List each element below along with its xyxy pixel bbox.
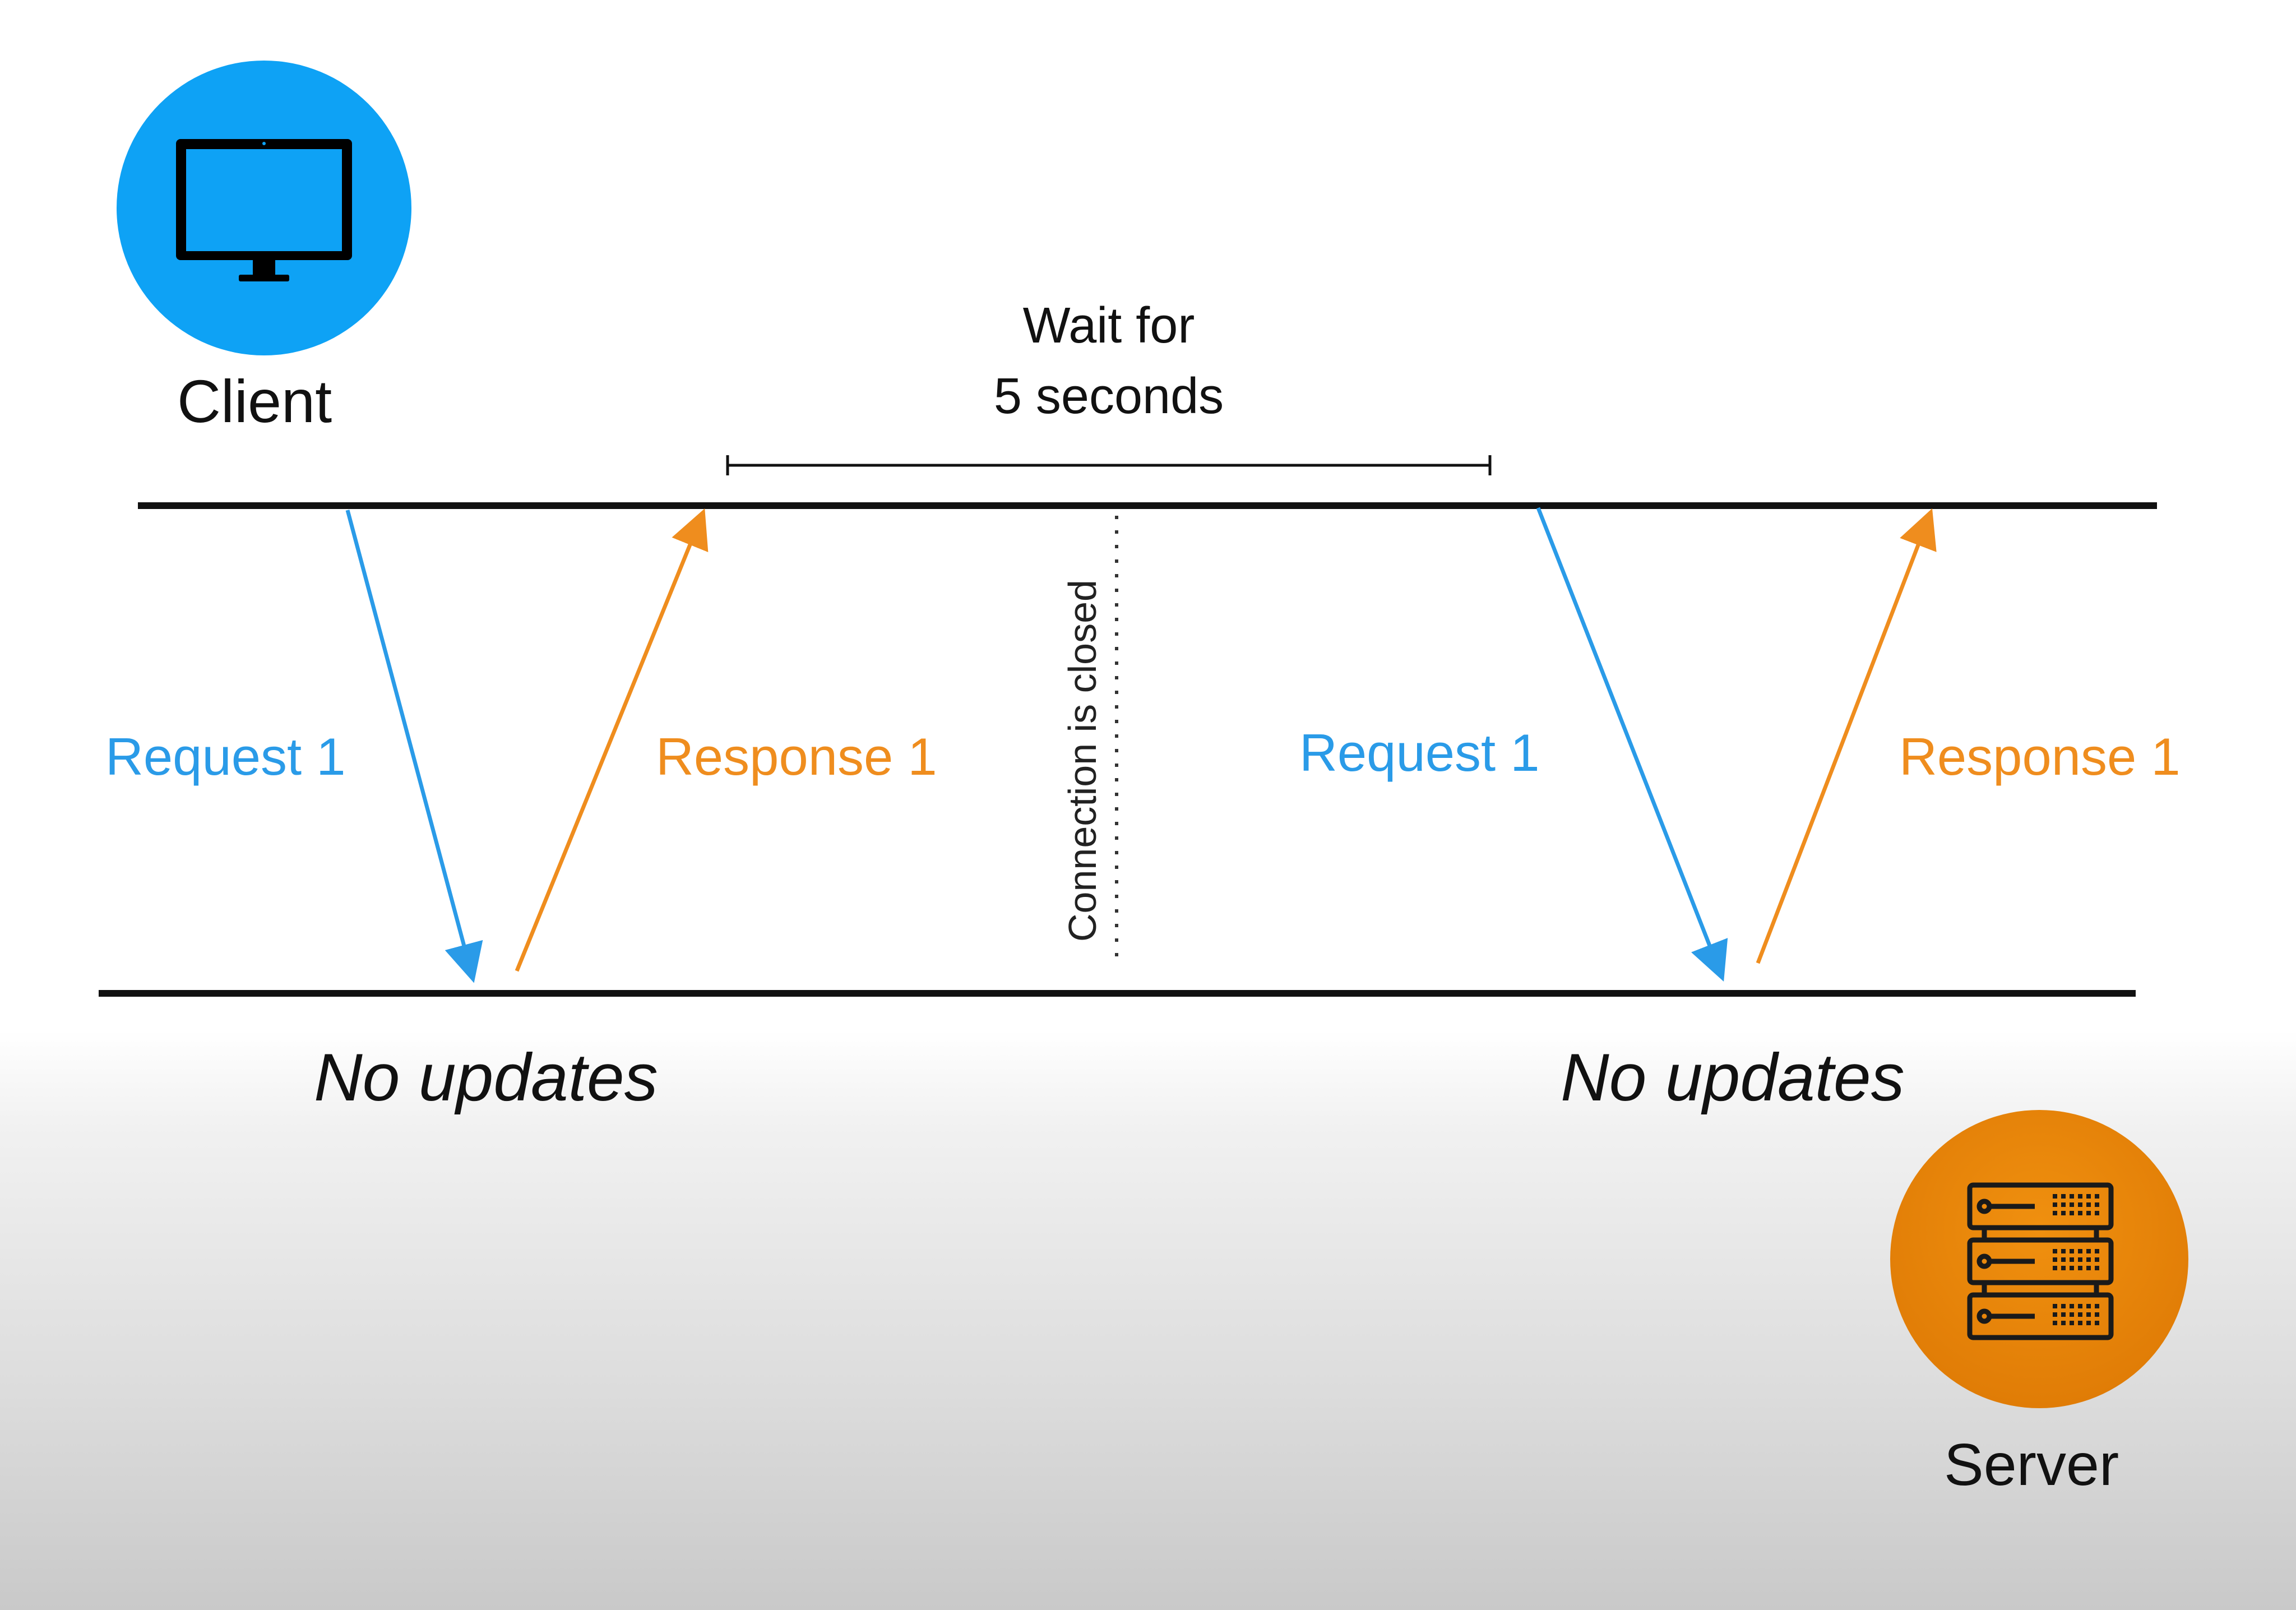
right-request-label: Request 1 [1299, 723, 1540, 782]
server-rack-icon [1890, 1110, 2188, 1408]
wait-duration-line1: Wait for [1022, 298, 1195, 354]
server-node [1890, 1110, 2188, 1408]
client-label: Client [177, 367, 332, 435]
client-node [117, 61, 411, 355]
wait-duration-label: Wait for 5 seconds [969, 290, 1249, 432]
wait-duration-line2: 5 seconds [993, 368, 1224, 424]
left-request-arrow [345, 510, 483, 983]
left-no-updates-label: No updates [314, 1040, 658, 1115]
left-response-label: Response 1 [656, 727, 937, 786]
wait-interval-bracket [726, 455, 1492, 475]
monitor-icon [117, 61, 411, 355]
right-response-arrow [1756, 508, 1937, 964]
left-request-label: Request 1 [105, 727, 346, 786]
right-response-label: Response 1 [1899, 727, 2181, 786]
right-request-arrow [1536, 507, 1728, 982]
connection-closed-label: Connection is closed [1061, 580, 1104, 942]
left-response-arrow [515, 508, 709, 972]
right-no-updates-label: No updates [1561, 1040, 1905, 1115]
server-label: Server [1944, 1432, 2119, 1498]
